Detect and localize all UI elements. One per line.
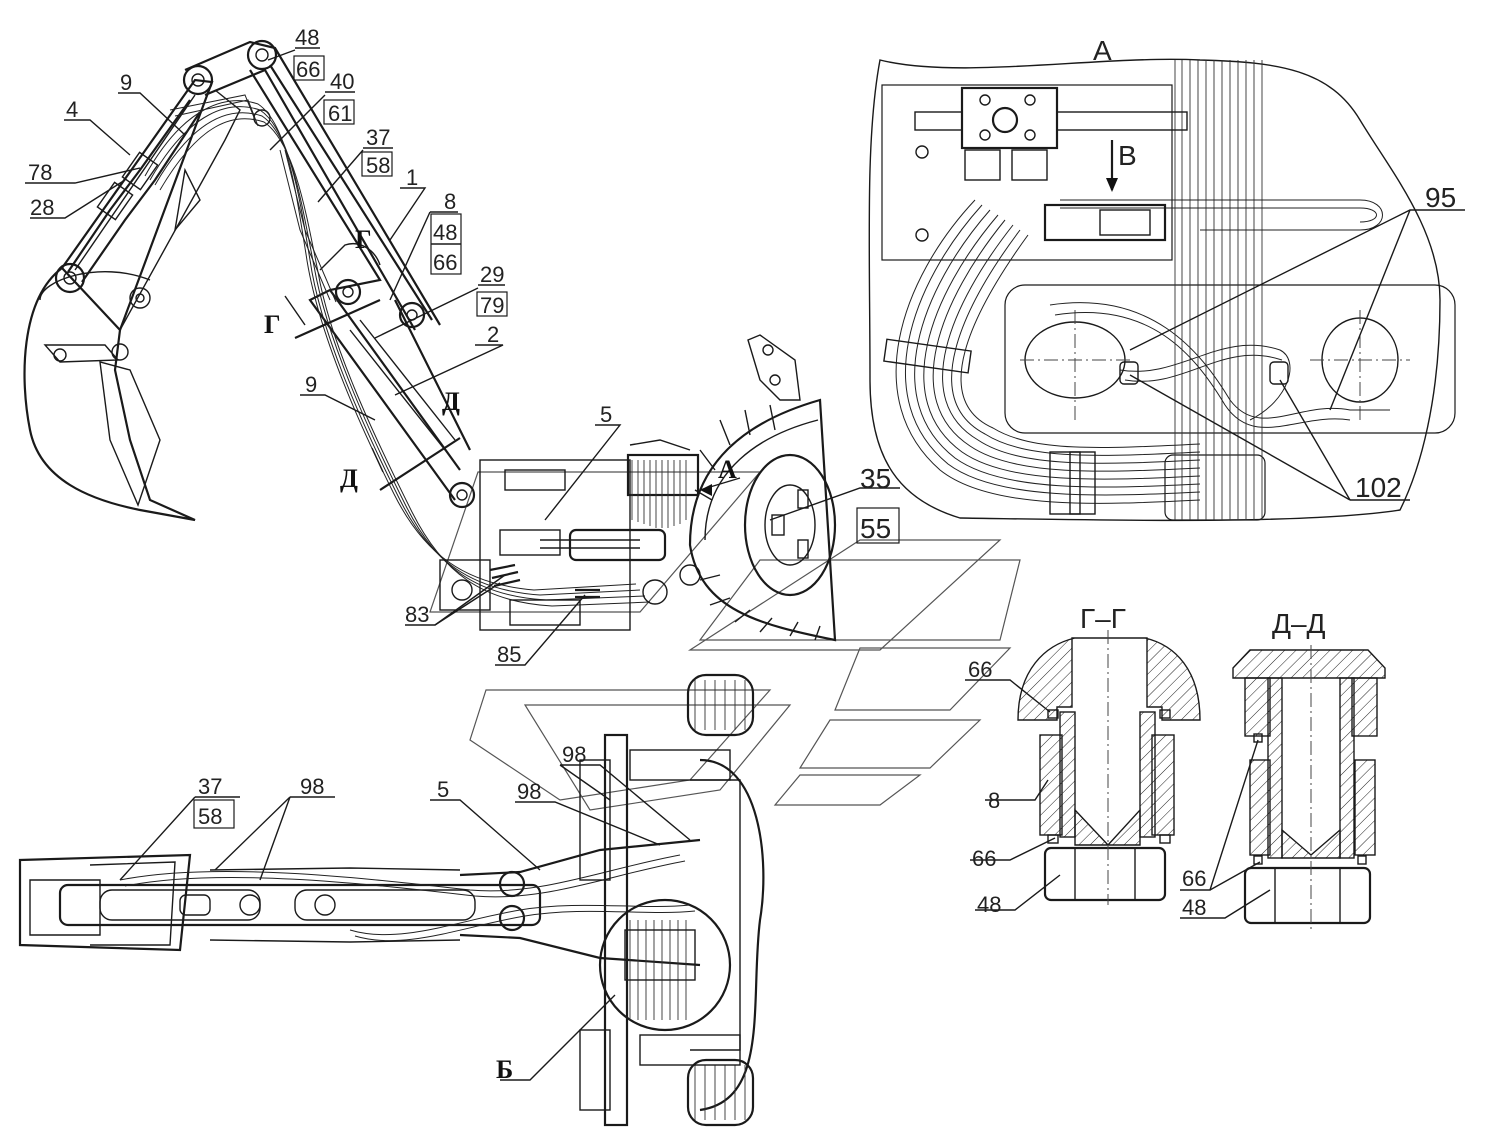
label-98-plan-left: 98	[300, 774, 324, 799]
view-be-label: Б	[496, 1055, 513, 1084]
label-66-gg-top: 66	[968, 657, 992, 682]
leader-lines	[25, 47, 1465, 1081]
label-85: 85	[497, 642, 521, 667]
label-78: 78	[28, 160, 52, 185]
label-5-side: 5	[600, 402, 612, 427]
label-1: 1	[406, 165, 418, 190]
label-8-gg: 8	[988, 788, 1000, 813]
label-48-gg: 48	[977, 892, 1001, 917]
label-35: 35	[860, 463, 891, 494]
section-letters: А В А Б Г Г Д Д Г–Г Д–Д	[264, 35, 1326, 1084]
label-58-side: 58	[366, 153, 390, 178]
label-58-plan: 58	[198, 804, 222, 829]
base-frame-side-view	[439, 334, 837, 642]
label-48-mid: 48	[433, 220, 457, 245]
label-98-plan-top: 98	[562, 742, 586, 767]
label-4: 4	[66, 97, 78, 122]
cut-g-left: Г	[264, 310, 281, 339]
cut-d-left: Д	[340, 464, 358, 493]
label-66-top: 66	[296, 57, 320, 82]
label-28: 28	[30, 195, 54, 220]
label-61: 61	[328, 101, 352, 126]
cut-g-right: Г	[355, 225, 372, 254]
view-b-arrow-label: В	[1118, 140, 1137, 171]
label-66-mid: 66	[433, 250, 457, 275]
label-55: 55	[860, 513, 891, 544]
callout-labels: 48 66 40 61 37 58 9 4 78 28 1 8 48 66 29…	[28, 25, 1456, 920]
label-2: 2	[487, 322, 499, 347]
label-83: 83	[405, 602, 429, 627]
view-a-arrow-label: А	[718, 455, 737, 484]
detail-view-a	[868, 58, 1456, 522]
label-37-plan: 37	[198, 774, 222, 799]
watermark-logo	[429, 471, 1021, 811]
label-40: 40	[330, 69, 354, 94]
boom-side-view	[23, 39, 651, 607]
label-8: 8	[444, 189, 456, 214]
section-dd-title: Д–Д	[1272, 608, 1326, 639]
label-48-top: 48	[295, 25, 319, 50]
section-d-d	[1232, 645, 1386, 930]
label-48-dd: 48	[1182, 895, 1206, 920]
label-66-dd: 66	[1182, 866, 1206, 891]
label-5-plan: 5	[437, 777, 449, 802]
boom-plan-view	[18, 673, 765, 1127]
label-9-mid: 9	[305, 372, 317, 397]
label-102: 102	[1355, 472, 1402, 503]
label-9-top: 9	[120, 70, 132, 95]
label-79: 79	[480, 293, 504, 318]
label-37-side: 37	[366, 125, 390, 150]
label-66-gg-bottom: 66	[972, 846, 996, 871]
view-a-title: А	[1093, 35, 1112, 66]
label-95: 95	[1425, 182, 1456, 213]
cut-d-right: Д	[442, 387, 460, 416]
label-29: 29	[480, 262, 504, 287]
section-g-g	[1017, 630, 1201, 905]
section-gg-title: Г–Г	[1080, 603, 1126, 634]
label-98-plan-mid: 98	[517, 779, 541, 804]
